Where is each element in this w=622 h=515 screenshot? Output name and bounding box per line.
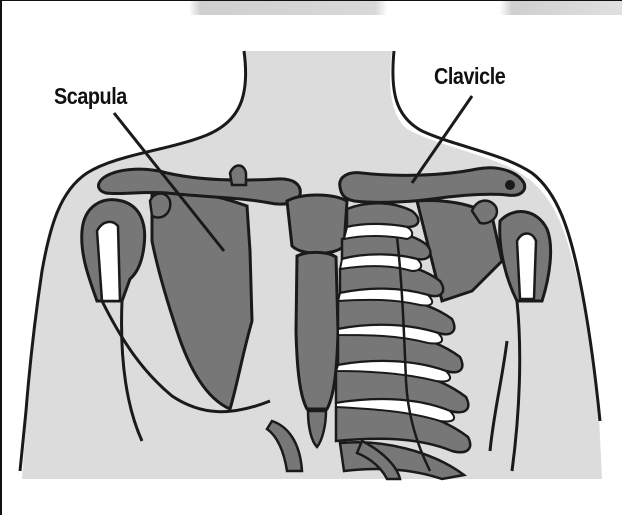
- scapula-label: Scapula: [54, 83, 127, 110]
- sternum-manubrium: [287, 195, 347, 254]
- left-coracoid: [150, 194, 170, 218]
- clavicle-label: Clavicle: [434, 63, 505, 90]
- right-humerus-shaft: [517, 234, 536, 300]
- left-upper-process: [230, 166, 246, 186]
- left-humerus-shaft: [97, 222, 120, 301]
- right-acromion-dot: [505, 180, 515, 190]
- sternum-body: [296, 252, 338, 409]
